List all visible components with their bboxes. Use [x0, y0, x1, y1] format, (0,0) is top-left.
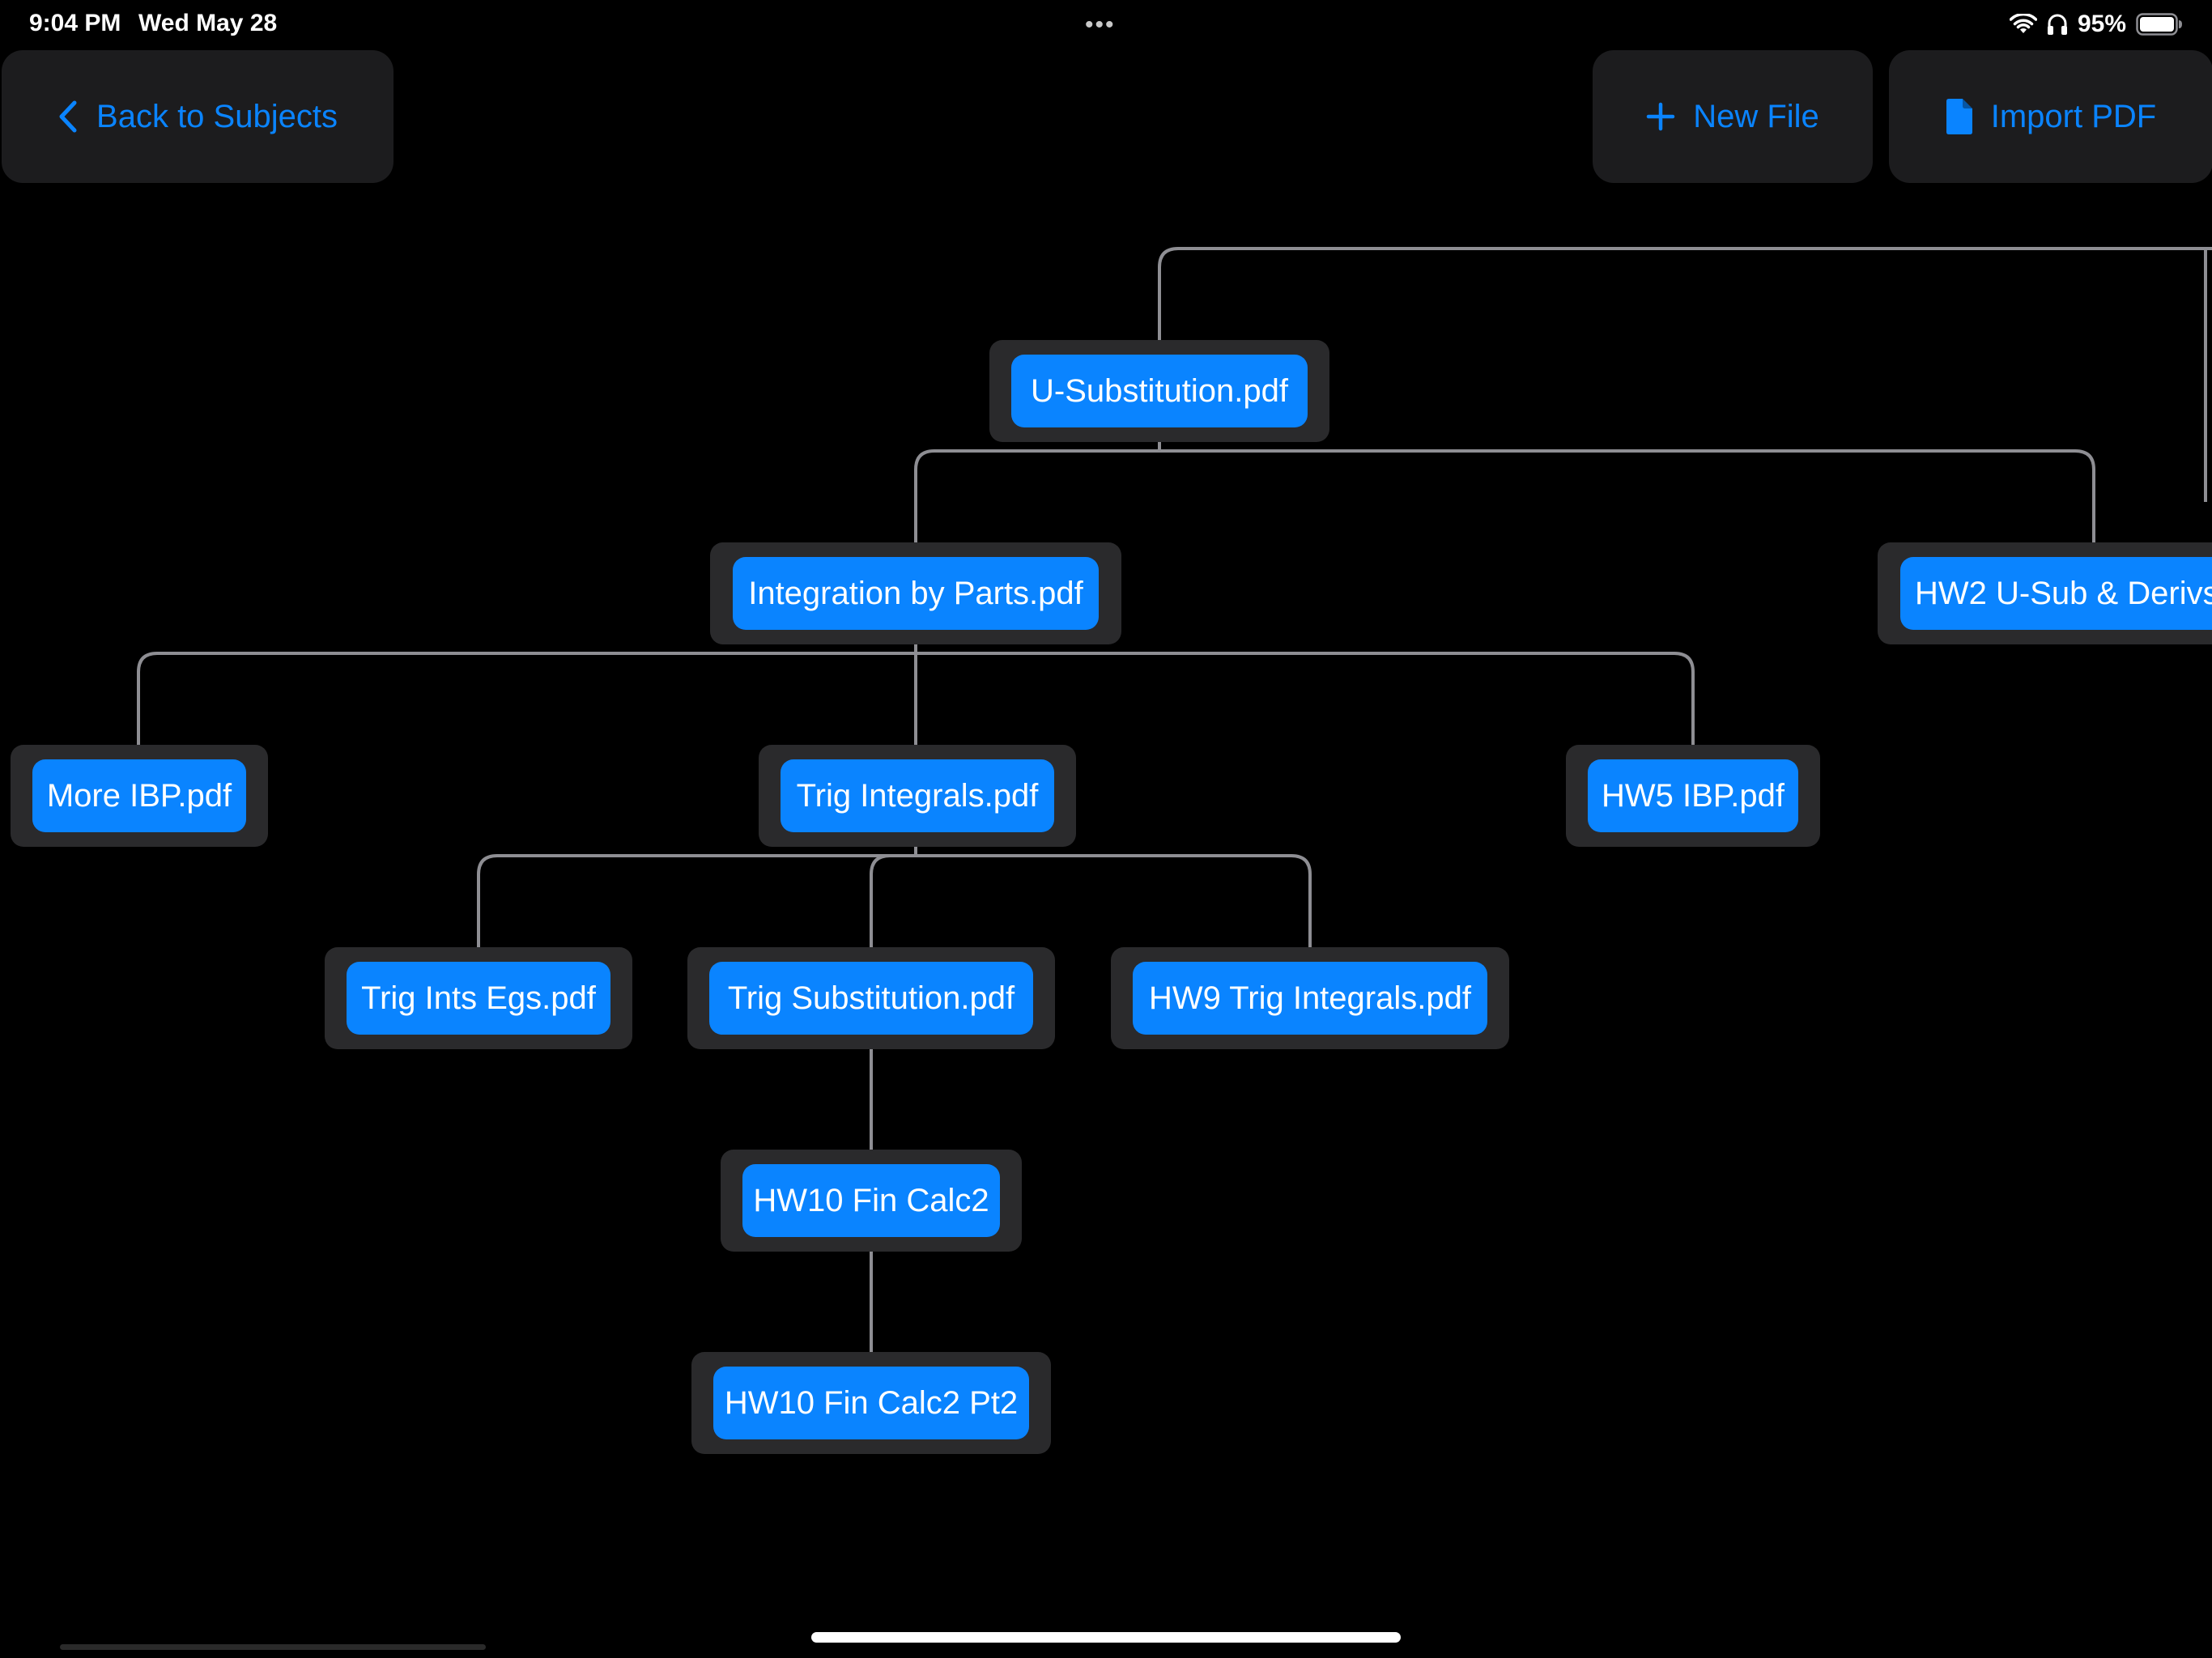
file-node-label: HW9 Trig Integrals.pdf: [1133, 962, 1487, 1035]
status-indicators: 95%: [2009, 8, 2183, 40]
file-node-trig-ints-egs[interactable]: Trig Ints Egs.pdf: [325, 947, 632, 1049]
file-node-label: HW5 IBP.pdf: [1588, 759, 1798, 832]
battery-percentage: 95%: [2077, 11, 2126, 37]
file-node-label: Trig Integrals.pdf: [781, 759, 1054, 832]
new-file-label: New File: [1693, 98, 1819, 134]
file-node-label: HW10 Fin Calc2: [742, 1164, 1000, 1237]
file-node-label: U-Substitution.pdf: [1011, 355, 1308, 427]
new-file-button[interactable]: New File: [1593, 50, 1873, 183]
file-node-hw5-ibp[interactable]: HW5 IBP.pdf: [1566, 745, 1820, 847]
import-pdf-button[interactable]: Import PDF: [1889, 50, 2212, 183]
horizontal-scroll-indicator[interactable]: [60, 1644, 486, 1650]
home-indicator[interactable]: [811, 1632, 1401, 1643]
file-node-hw10-fin-calc2-pt2[interactable]: HW10 Fin Calc2 Pt2: [691, 1352, 1051, 1454]
file-node-u-substitution[interactable]: U-Substitution.pdf: [989, 340, 1329, 442]
file-node-label: Integration by Parts.pdf: [733, 557, 1099, 630]
file-node-trig-substitution[interactable]: Trig Substitution.pdf: [687, 947, 1055, 1049]
status-date: Wed May 28: [138, 10, 278, 36]
file-node-label: Trig Substitution.pdf: [709, 962, 1033, 1035]
file-node-trig-integrals[interactable]: Trig Integrals.pdf: [759, 745, 1076, 847]
file-node-label: HW2 U-Sub & Derivs: [1900, 557, 2212, 630]
file-node-hw2-u-sub-derivs[interactable]: HW2 U-Sub & Derivs: [1878, 542, 2212, 644]
import-pdf-label: Import PDF: [1990, 98, 2157, 134]
headphones-icon: [2047, 14, 2067, 35]
file-node-label: HW10 Fin Calc2 Pt2: [713, 1367, 1029, 1439]
file-node-hw10-fin-calc2[interactable]: HW10 Fin Calc2: [721, 1150, 1022, 1252]
file-node-hw9-trig-integrals[interactable]: HW9 Trig Integrals.pdf: [1111, 947, 1509, 1049]
multitask-menu-icon[interactable]: •••: [1085, 11, 1116, 38]
back-to-subjects-button[interactable]: Back to Subjects: [2, 50, 393, 183]
file-node-label: Trig Ints Egs.pdf: [347, 962, 610, 1035]
wifi-icon: [2009, 14, 2037, 33]
status-bar: 9:04 PM Wed May 28 ••• 95%: [0, 0, 2212, 49]
plus-icon: [1646, 102, 1675, 131]
file-node-label: More IBP.pdf: [32, 759, 246, 832]
file-node-more-ibp[interactable]: More IBP.pdf: [11, 745, 268, 847]
file-node-integration-by-parts[interactable]: Integration by Parts.pdf: [710, 542, 1121, 644]
back-button-label: Back to Subjects: [96, 98, 338, 134]
document-icon: [1946, 99, 1972, 134]
battery-icon: [2136, 13, 2182, 36]
status-time: 9:04 PM: [29, 10, 121, 36]
chevron-left-icon: [59, 100, 77, 133]
